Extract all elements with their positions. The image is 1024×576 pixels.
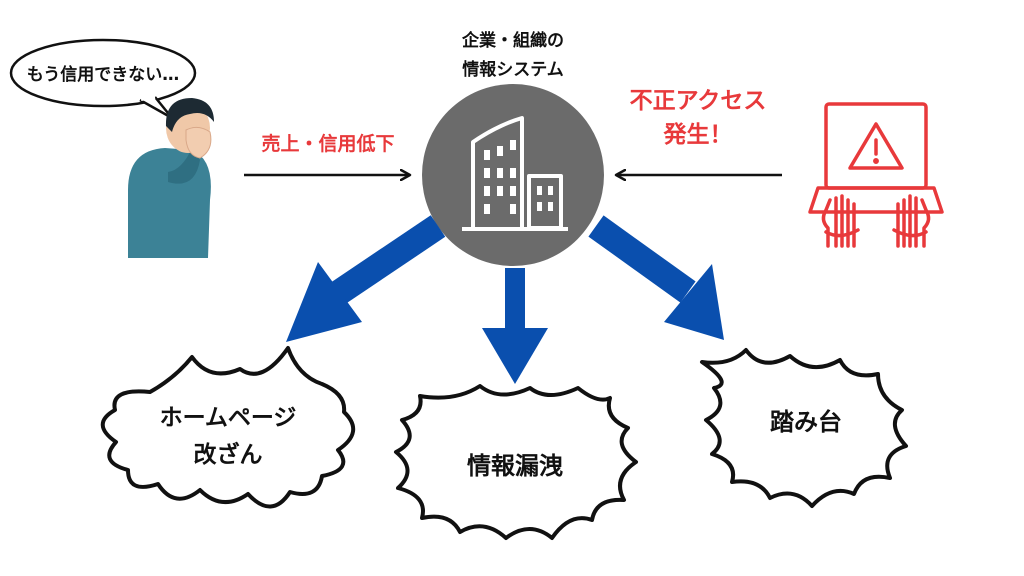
outcome-defacement-line1: ホームページ xyxy=(160,405,297,431)
information-system-node xyxy=(422,84,604,266)
speech-bubble-text: もう信用できない… xyxy=(27,64,180,85)
outcome-stepping-stone: 踏み台 xyxy=(700,348,908,508)
outcome-defacement-line2: 改ざん xyxy=(194,441,263,468)
warning-laptop-icon xyxy=(808,102,944,248)
distressed-person-icon xyxy=(128,98,214,258)
arrow-to-stepping-stone xyxy=(588,215,724,340)
arrow-to-defacement xyxy=(286,215,446,342)
outcome-stepping-stone-text: 踏み台 xyxy=(770,408,842,436)
center-title-line2: 情報システム xyxy=(462,59,564,80)
left-arrow-label: 売上・信用低下 xyxy=(261,132,394,155)
right-arrow-label-line1: 不正アクセス xyxy=(630,88,767,114)
right-arrow-label-line2: 発生！ xyxy=(663,122,733,148)
outcome-leak: 情報漏洩 xyxy=(394,384,638,540)
center-title-line1: 企業・組織の xyxy=(461,30,564,51)
arrow-to-leak xyxy=(482,268,548,384)
office-building-icon xyxy=(462,116,568,231)
outcome-leak-text: 情報漏洩 xyxy=(467,452,563,480)
blue-arrows xyxy=(286,215,724,384)
speech-bubble: もう信用できない… xyxy=(9,38,197,120)
outcome-defacement: ホームページ 改ざん xyxy=(100,346,355,509)
